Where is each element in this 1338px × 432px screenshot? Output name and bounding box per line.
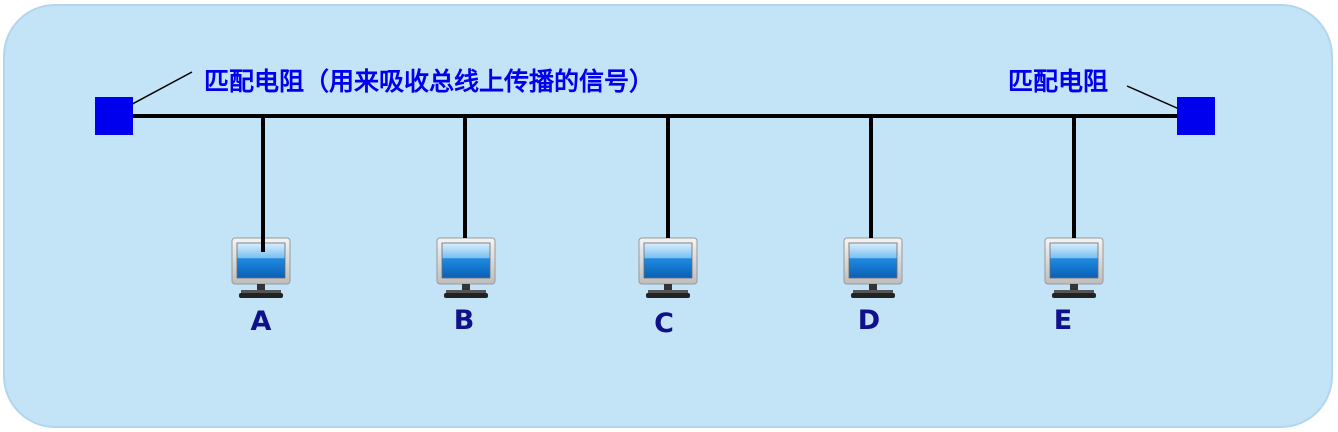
left-terminator-label: 匹配电阻（用来吸收总线上传播的信号） (204, 67, 654, 96)
right-label-pointer (1126, 85, 1187, 113)
computer-monitor-icon (638, 237, 698, 299)
computer-node-c: C (638, 116, 698, 339)
computer-node-a: A (231, 116, 291, 337)
computer-monitor-icon (843, 237, 903, 299)
node-label-e: E (1054, 305, 1072, 336)
computer-node-e: E (1044, 116, 1104, 336)
node-label-a: A (251, 306, 272, 337)
node-label-c: C (654, 308, 674, 339)
square-terminator-icon (95, 97, 133, 135)
node-label-d: D (858, 305, 880, 336)
computer-node-b: B (436, 116, 496, 336)
left-label-pointer (122, 71, 193, 110)
computer-node-d: D (843, 116, 903, 336)
square-terminator-icon (1177, 97, 1215, 135)
node-label-b: B (454, 305, 475, 336)
computer-monitor-icon (436, 237, 496, 299)
computer-monitor-icon (1044, 237, 1104, 299)
right-terminator-label: 匹配电阻 (1008, 67, 1108, 96)
